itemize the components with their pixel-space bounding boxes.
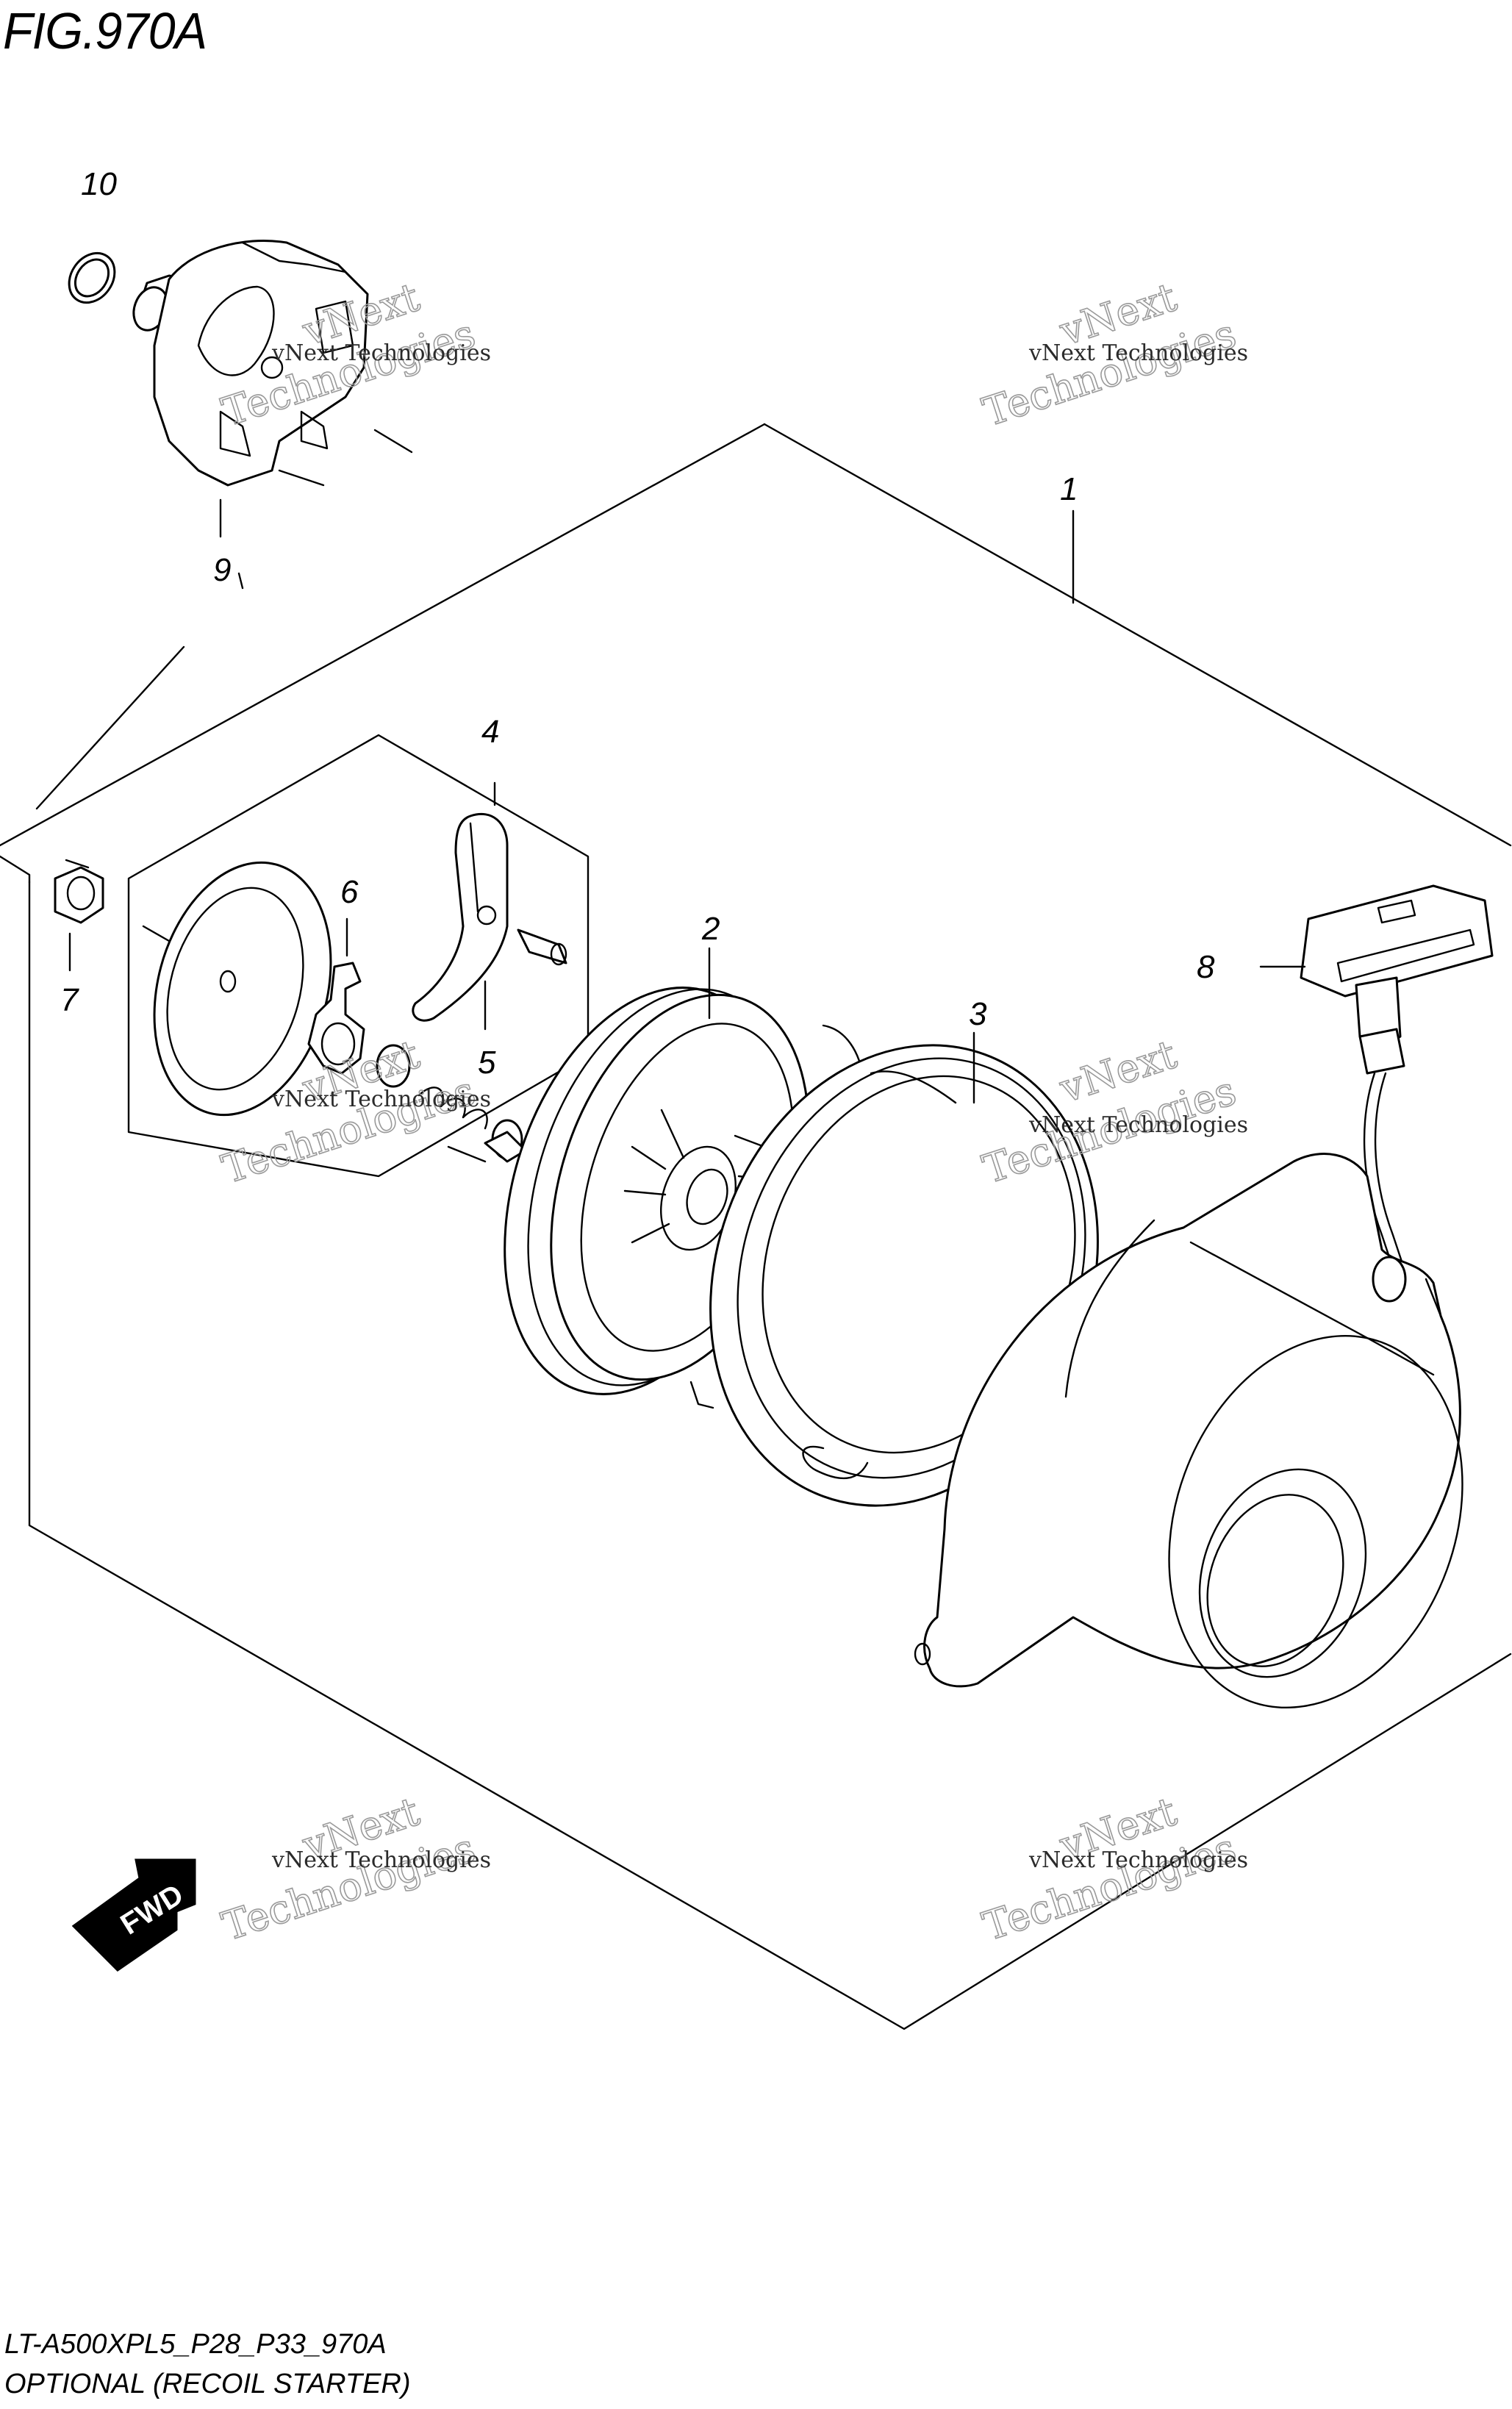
dashed-leader-9b [35, 645, 185, 810]
assembly-outline-frame-left [0, 423, 766, 847]
part-8-starter-handle [1259, 884, 1494, 1281]
svg-text:vNext Technologies: vNext Technologies [1028, 1847, 1248, 1873]
watermark-bottom-right: vNext Technologies vNext Technologies [977, 1788, 1248, 1951]
callout-10: 10 [81, 166, 117, 202]
forward-direction-arrow: FWD [71, 1858, 196, 1972]
watermark-top-right: vNext Technologies vNext Technologies [977, 273, 1248, 437]
svg-text:vNext Technologies: vNext Technologies [1028, 1112, 1248, 1138]
svg-text:vNext Technologies: vNext Technologies [271, 1847, 491, 1873]
callout-1: 1 [1060, 471, 1078, 507]
callout-2: 2 [701, 911, 720, 947]
callout-3: 3 [969, 996, 987, 1032]
model-code: LT-A500XPL5_P28_P33_970A [4, 2329, 387, 2360]
dashed-leader-9c [65, 859, 90, 869]
callout-5: 5 [478, 1045, 496, 1081]
assembly-outline-frame [763, 423, 1512, 847]
figure-title: FIG.970A [3, 2, 207, 60]
part-7-nut [54, 866, 104, 972]
part-10-o-ring [68, 251, 116, 304]
figure-caption: OPTIONAL (RECOIL STARTER) [4, 2369, 411, 2399]
part-starter-case [914, 1153, 1463, 1709]
part-friction-plate [153, 861, 332, 1117]
part-4-ratchet-pawl [412, 781, 509, 1022]
dashed-leader-9d [142, 925, 171, 942]
watermark-bottom-left: vNext Technologies vNext Technologies [216, 1788, 491, 1951]
svg-text:vNext Technologies: vNext Technologies [271, 340, 491, 366]
svg-text:vNext Technologies: vNext Technologies [1028, 340, 1248, 366]
svg-text:vNext Technologies: vNext Technologies [271, 1087, 491, 1112]
assembly-outline-frame-gap [0, 855, 31, 884]
callout-4: 4 [481, 714, 499, 750]
part-9-ratchet-cup [132, 240, 413, 538]
part-spring-collar [376, 1044, 527, 1163]
callout-7: 7 [60, 982, 79, 1018]
part-5-pin [484, 928, 567, 1031]
dashed-leader-9 [237, 572, 244, 590]
callout-6: 6 [340, 874, 359, 910]
callout-9: 9 [213, 552, 231, 588]
part-6-guide-washer [307, 917, 365, 1075]
assembly-outline-frame-bottom [28, 881, 1512, 2030]
callout-8: 8 [1197, 949, 1215, 985]
